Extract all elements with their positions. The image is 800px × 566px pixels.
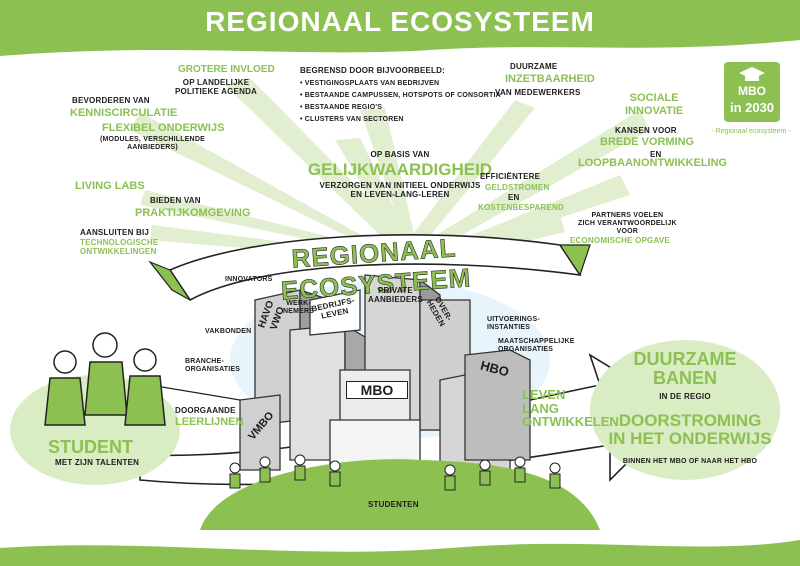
page-title: REGIONAAL ECOSYSTEEM: [205, 6, 595, 37]
studenten-label: STUDENTEN: [368, 500, 419, 509]
doorstroming-label: DOORSTROMING IN HET ONDERWIJS: [608, 411, 772, 448]
met-zijn-talenten-label: MET ZIJN TALENTEN: [55, 458, 140, 467]
leven-lang-ontwikkelen-label: LEVEN LANG ONTWIKKELEN: [522, 387, 619, 430]
in-de-regio-label: IN DE REGIO: [659, 392, 711, 401]
living-labs-label: LIVING LABS: [75, 180, 145, 192]
gelijkwaardigheid-label: GELIJKWAARDIGHEID: [307, 160, 493, 179]
politieke-agenda-label: OP LANDELIJKE POLITIEKE AGENDA: [175, 78, 258, 97]
leerlijnen-label: LEERLIJNEN: [175, 416, 244, 428]
begrensd-bullet-1: • VESTIGINGSPLAATS VAN BEDRIJVEN: [300, 80, 440, 87]
technologische-label: TECHNOLOGISCHE ONTWIKKELINGEN: [80, 238, 159, 257]
private-aanbieders-label: PRIVATE AANBIEDERS: [368, 286, 423, 305]
en-label: EN: [650, 150, 662, 159]
student-label: STUDENT: [48, 437, 133, 457]
badge-line-2: in 2030: [729, 100, 775, 115]
kansen-voor-label: KANSEN VOOR: [615, 126, 677, 135]
begrensd-bullet-2: • BESTAANDE CAMPUSSEN, HOTSPOTS OF CONSO…: [300, 92, 501, 99]
header-wave: [0, 0, 800, 56]
van-medewerkers-label: VAN MEDEWERKERS: [495, 88, 581, 97]
sociale-innovatie-label: SOCIALE INNOVATIE: [625, 92, 684, 117]
uitvoerings-label: UITVOERINGS- INSTANTIES: [487, 316, 540, 332]
bullet-text: CLUSTERS VAN SECTOREN: [304, 116, 404, 123]
loopbaanontwikkeling-label: LOOPBAANONTWIKKELING: [578, 157, 728, 169]
inzetbaarheid-label: INZETBAARHEID: [505, 73, 595, 85]
bieden-van-label: BIEDEN VAN: [150, 196, 201, 205]
kenniscirculatie-label: KENNISCIRCULATIE: [70, 107, 178, 119]
binnen-het-mbo-label: BINNEN HET MBO OF NAAR HET HBO: [622, 458, 758, 465]
bullet-text: BESTAANDE CAMPUSSEN, HOTSPOTS OF CONSORT…: [304, 92, 501, 99]
mbo-sign: MBO: [346, 381, 408, 400]
praktijkomgeving-label: PRAKTIJKOMGEVING: [135, 207, 251, 219]
branche-label: BRANCHE- ORGANISATIES: [185, 358, 241, 374]
bullet-text: BESTAANDE REGIO'S: [304, 104, 383, 111]
begrensd-bullet-4: • CLUSTERS VAN SECTOREN: [300, 116, 404, 123]
op-basis-van-label: OP BASIS VAN: [370, 150, 430, 159]
light-rays: [130, 78, 650, 260]
modules-label: (MODULES, VERSCHILLENDE AANBIEDERS): [100, 136, 205, 152]
brede-vorming-label: BREDE VORMING: [600, 136, 695, 148]
doorgaande-label: DOORGAANDE: [175, 406, 236, 415]
geldstromen-label: GELDSTROMEN: [485, 183, 550, 192]
outcome-blob: [590, 340, 780, 480]
duurzame-label: DUURZAME: [510, 62, 558, 71]
efficientere-label: EFFICIËNTERE: [480, 172, 541, 181]
kostenbesparend-label: KOSTENBESPAREND: [478, 203, 564, 212]
economische-opgave-label: ECONOMISCHE OPGAVE: [570, 236, 670, 245]
bullet-text: VESTIGINGSPLAATS VAN BEDRIJVEN: [304, 80, 440, 87]
mbo-2030-badge: MBO in 2030: [724, 62, 780, 122]
maatschappelijke-label: MAATSCHAPPELIJKE ORGANISATIES: [498, 338, 575, 354]
footer-wave: [0, 540, 800, 566]
duurzame-banen-label: DUURZAME BANEN: [633, 349, 737, 388]
initieel-onderwijs-label: VERZORGEN VAN INITIEEL ONDERWIJS EN LEVE…: [319, 181, 481, 200]
graduation-cap-icon: [739, 67, 765, 81]
bevorderen-label: BEVORDEREN VAN: [72, 96, 150, 105]
begrensd-bullet-3: • BESTAANDE REGIO'S: [300, 104, 383, 111]
begrensd-heading: BEGRENSD DOOR BIJVOORBEELD:: [300, 66, 445, 75]
student-figures: [44, 332, 166, 426]
mini-students: [229, 454, 561, 491]
aansluiten-label: AANSLUITEN BIJ: [80, 228, 150, 237]
flexibel-onderwijs-label: FLEXIBEL ONDERWIJS: [102, 122, 225, 134]
grotere-invloed-label: GROTERE INVLOED: [178, 64, 275, 75]
vakbonden-label: VAKBONDEN: [205, 328, 252, 335]
badge-subtitle: - Regionaal ecosysteem -: [711, 128, 791, 135]
werknemers-label: WERK- NEMERS: [283, 300, 315, 316]
badge-line-1: MBO: [738, 84, 766, 98]
partners-label: PARTNERS VOELEN ZICH VERANTWOORDELIJK VO…: [578, 212, 677, 236]
innovators-label: INNOVATORS: [225, 276, 273, 283]
en-label-2: EN: [508, 193, 520, 202]
